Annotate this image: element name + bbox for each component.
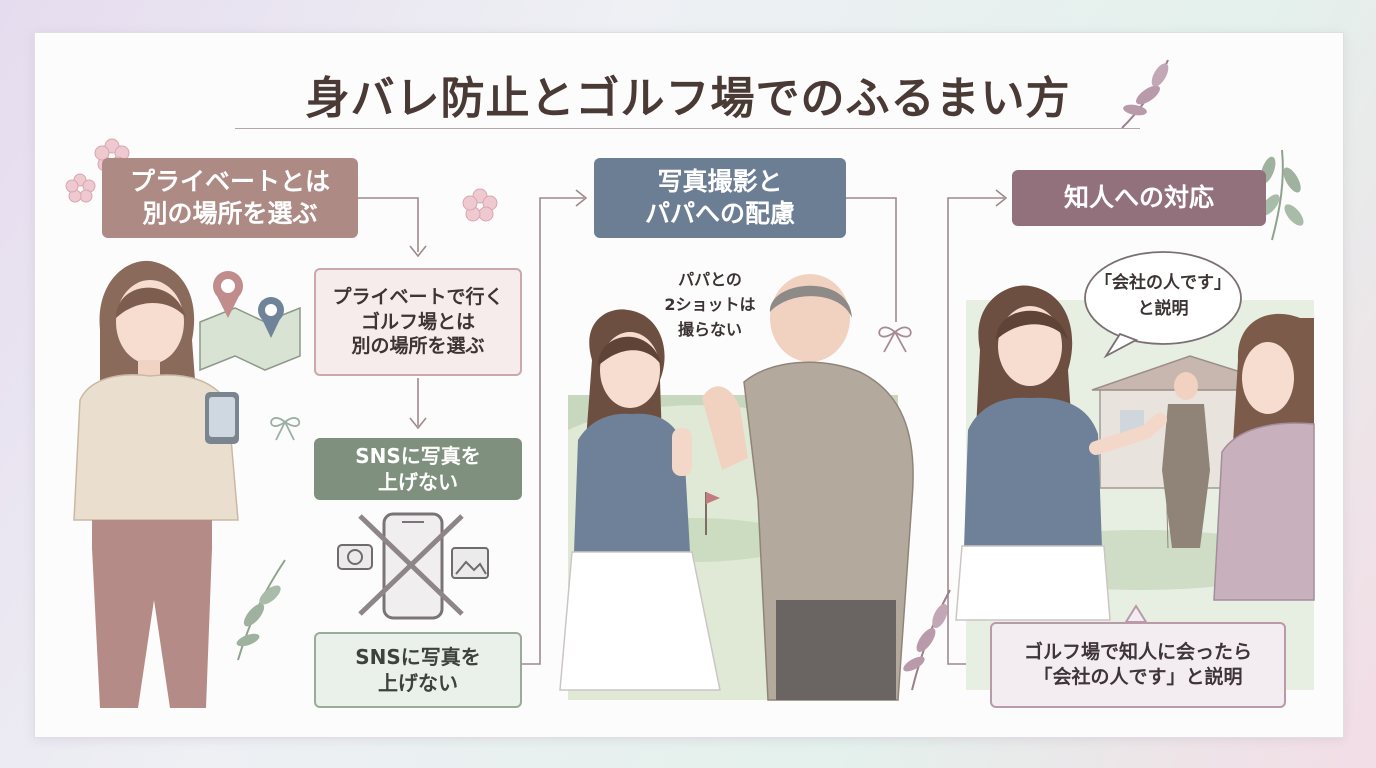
step-no-sns-photos-summary: SNSに写真を 上げない xyxy=(314,632,522,708)
older-man-illustration xyxy=(702,274,914,701)
woman-pointing-illustration xyxy=(955,285,1167,621)
arrowhead-col2 xyxy=(575,189,588,207)
photo-icon xyxy=(451,547,489,579)
note-line2: 「会社の人です」と説明 xyxy=(1033,666,1243,688)
title-underline xyxy=(235,128,1140,129)
acquaintance-note: ゴルフ場で知人に会ったら 「会社の人です」と説明 xyxy=(990,622,1286,708)
speech-bubble-line1: 「会社の人です」 xyxy=(1095,273,1231,293)
step3-line1: SNSに写真を xyxy=(355,645,481,669)
connector-col1-to-col2 xyxy=(522,197,584,665)
section1-header-line1: プライベートとは xyxy=(129,166,330,196)
step-no-sns-photos: SNSに写真を 上げない xyxy=(314,438,522,500)
section2-header-line1: 写真撮影と xyxy=(657,166,783,196)
section2-header: 写真撮影と パパへの配慮 xyxy=(594,158,846,238)
map-pin-icon xyxy=(199,271,301,372)
section1-header-line2: 別の場所を選ぶ xyxy=(142,199,318,228)
step-choose-other-course: プライベートで行く ゴルフ場とは 別の場所を選ぶ xyxy=(314,268,522,376)
connector-header-to-step1 xyxy=(358,197,419,252)
camera-icon xyxy=(337,544,373,570)
arrowhead-step1 xyxy=(409,245,427,258)
connector-to-col3 xyxy=(947,197,1004,596)
section3-header: 知人への対応 xyxy=(1012,170,1266,226)
photo-caption-line2: 2ショットは xyxy=(664,294,756,314)
ribbon-icon-2 xyxy=(878,326,912,353)
flow-connectors xyxy=(358,189,1008,673)
step3-line2: 上げない xyxy=(377,671,458,695)
no-sns-phone-icon xyxy=(358,512,464,620)
section3-header-text: 知人への対応 xyxy=(1063,182,1214,212)
woman-with-phone-illustration xyxy=(73,260,239,708)
arrowhead-col3 xyxy=(995,189,1008,207)
step1-line1: プライベートで行く xyxy=(332,285,504,308)
section2-header-line2: パパへの配慮 xyxy=(644,199,795,228)
section1-header: プライベートとは 別の場所を選ぶ xyxy=(102,158,358,238)
speech-bubble-line2: と説明 xyxy=(1137,299,1189,320)
photo-caption-line3: 撮らない xyxy=(677,319,742,339)
page-title: 身バレ防止とゴルフ場でのふるまい方 xyxy=(305,73,1071,124)
blossom-icon xyxy=(65,138,498,222)
speech-bubble-text: 「会社の人です」 と説明 xyxy=(1085,270,1241,323)
photo-caption-line1: パパとの xyxy=(678,270,742,289)
leaf-sprig-icon xyxy=(236,559,286,661)
speech-bubble xyxy=(1084,251,1242,359)
leaf-sprig-icon-3 xyxy=(903,589,951,691)
step2-line2: 上げない xyxy=(377,470,458,494)
arrowhead-step2 xyxy=(409,417,427,430)
photo-caption: パパとの 2ショットは 撮らない xyxy=(650,268,770,342)
step2-line1: SNSに写真を xyxy=(355,444,481,468)
man-in-suit-illustration xyxy=(1162,372,1210,549)
woman-golfer-illustration xyxy=(559,309,721,691)
leaf-ornament-icon xyxy=(1121,59,1169,129)
step1-line3: 別の場所を選ぶ xyxy=(351,335,485,358)
step1-line2: ゴルフ場とは xyxy=(360,310,475,333)
acquaintance-woman-illustration xyxy=(1213,313,1315,601)
ribbon-icon xyxy=(270,417,301,441)
note-line1: ゴルフ場で知人に会ったら xyxy=(1023,641,1252,664)
connector-col2-down xyxy=(846,197,897,322)
